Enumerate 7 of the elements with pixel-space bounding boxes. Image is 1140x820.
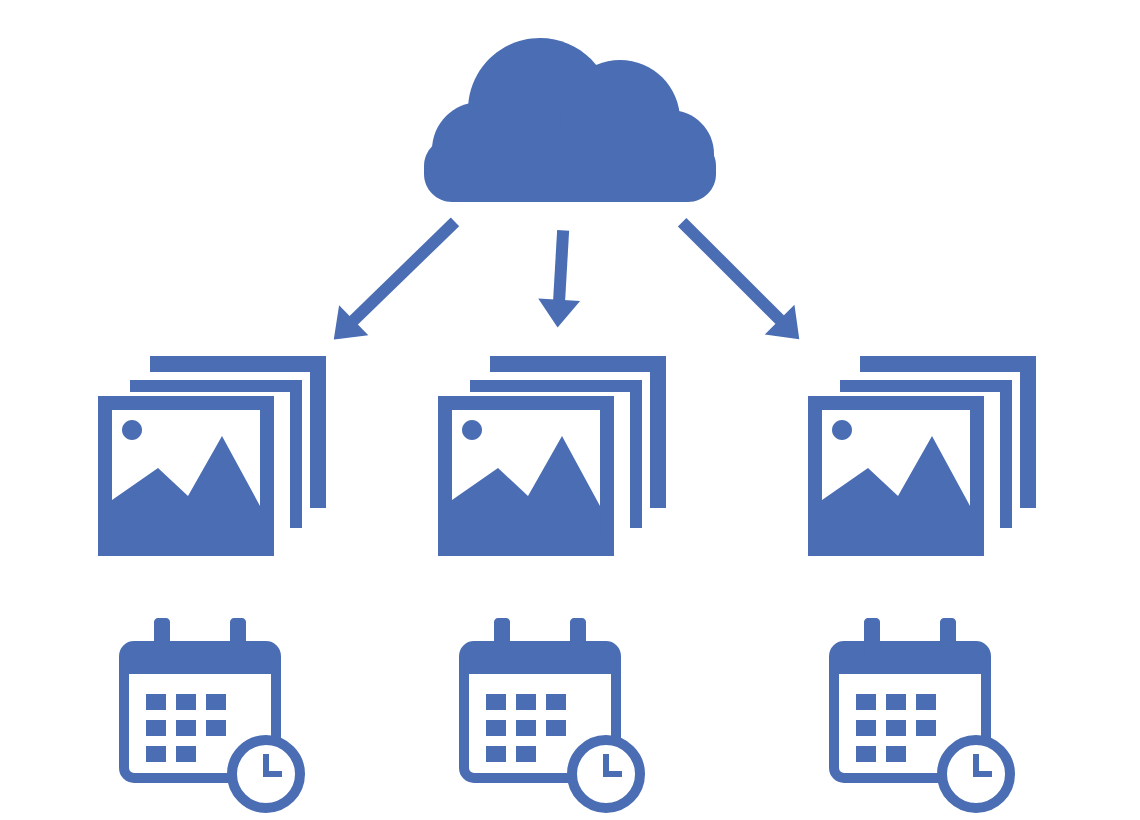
image-stack-icon [98, 356, 326, 556]
calendar-clock-icon [459, 618, 645, 813]
image-stack-icon [438, 356, 666, 556]
calendar-clock-icon [119, 618, 305, 813]
cloud-icon [424, 38, 716, 202]
image-stack-icon [808, 356, 1036, 556]
calendar-clock-icon [829, 618, 1015, 813]
